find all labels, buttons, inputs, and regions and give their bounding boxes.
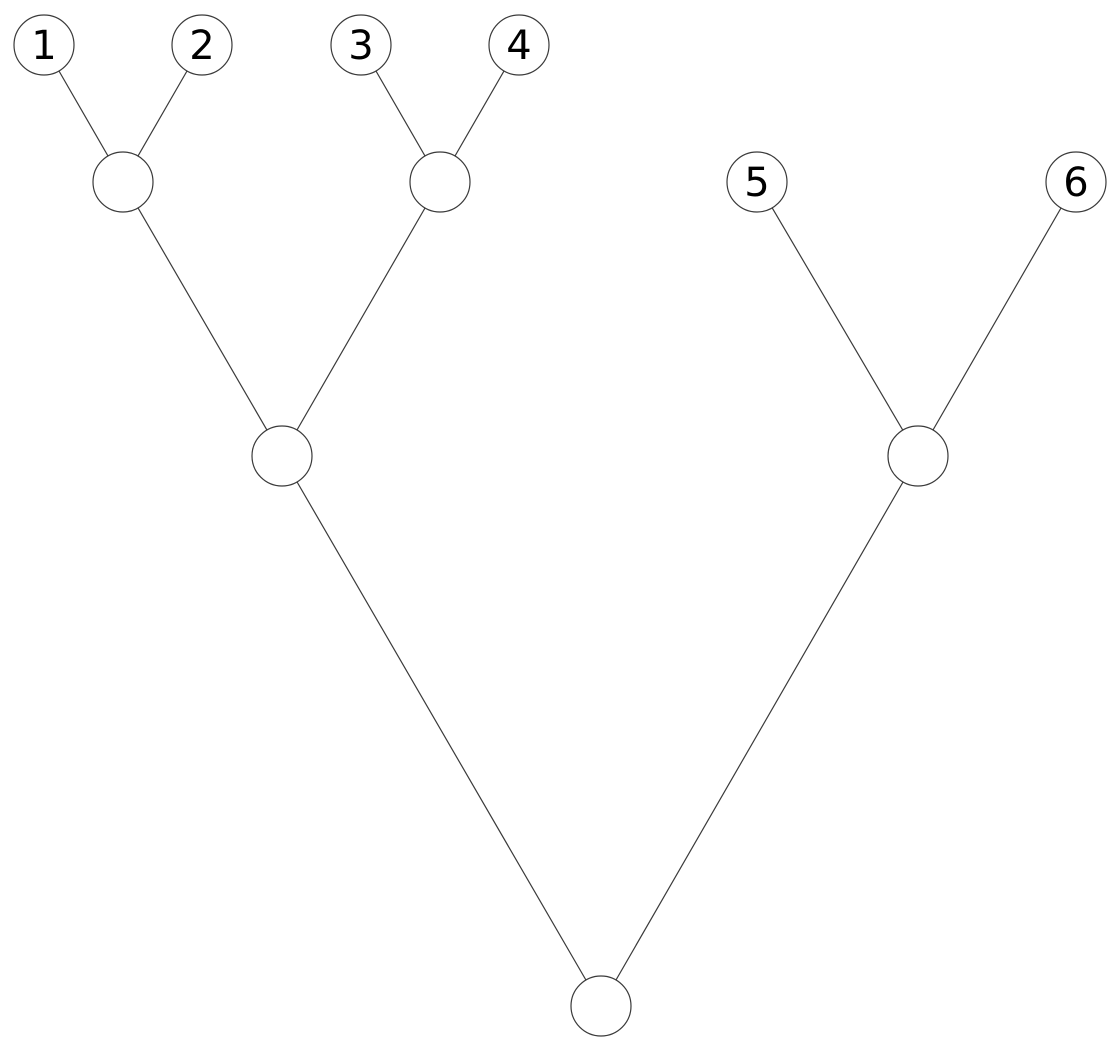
node-circle-inner-b [409,151,471,213]
node-label-leaf-1: 1 [31,23,56,69]
edge-inner-c-to-root [281,455,602,1007]
node-circle-leaf-4 [488,14,550,76]
node-circle-leaf-1 [13,14,75,76]
node-circle-leaf-5 [726,151,788,213]
node-label-leaf-2: 2 [189,23,214,69]
node-leaf-2: 2 [171,14,233,76]
node-leaf-4: 4 [488,14,550,76]
node-circle-inner-c [251,425,313,487]
node-circle-leaf-6 [1045,151,1107,213]
edge-inner-d-to-root [600,455,919,1007]
edge-leaf-6-to-inner-d [917,181,1077,457]
node-leaf-5: 5 [726,151,788,213]
node-inner-c [251,425,313,487]
node-inner-d [887,425,949,487]
nodes-layer: 1 2 3 4 5 6 [13,14,1107,1037]
node-circle-inner-a [92,151,154,213]
edge-leaf-5-to-inner-d [756,181,919,457]
node-leaf-1: 1 [13,14,75,76]
node-label-leaf-6: 6 [1063,160,1088,206]
node-circle-root [570,975,632,1037]
node-circle-leaf-3 [330,14,392,76]
node-inner-a [92,151,154,213]
edges-layer [43,44,1077,1007]
node-label-leaf-4: 4 [506,23,531,69]
node-circle-inner-d [887,425,949,487]
edge-inner-a-to-inner-c [122,181,283,457]
node-leaf-3: 3 [330,14,392,76]
node-circle-leaf-2 [171,14,233,76]
node-root [570,975,632,1037]
node-inner-b [409,151,471,213]
node-leaf-6: 6 [1045,151,1107,213]
node-label-leaf-3: 3 [348,23,373,69]
node-label-leaf-5: 5 [744,160,769,206]
edge-inner-b-to-inner-c [281,181,441,457]
